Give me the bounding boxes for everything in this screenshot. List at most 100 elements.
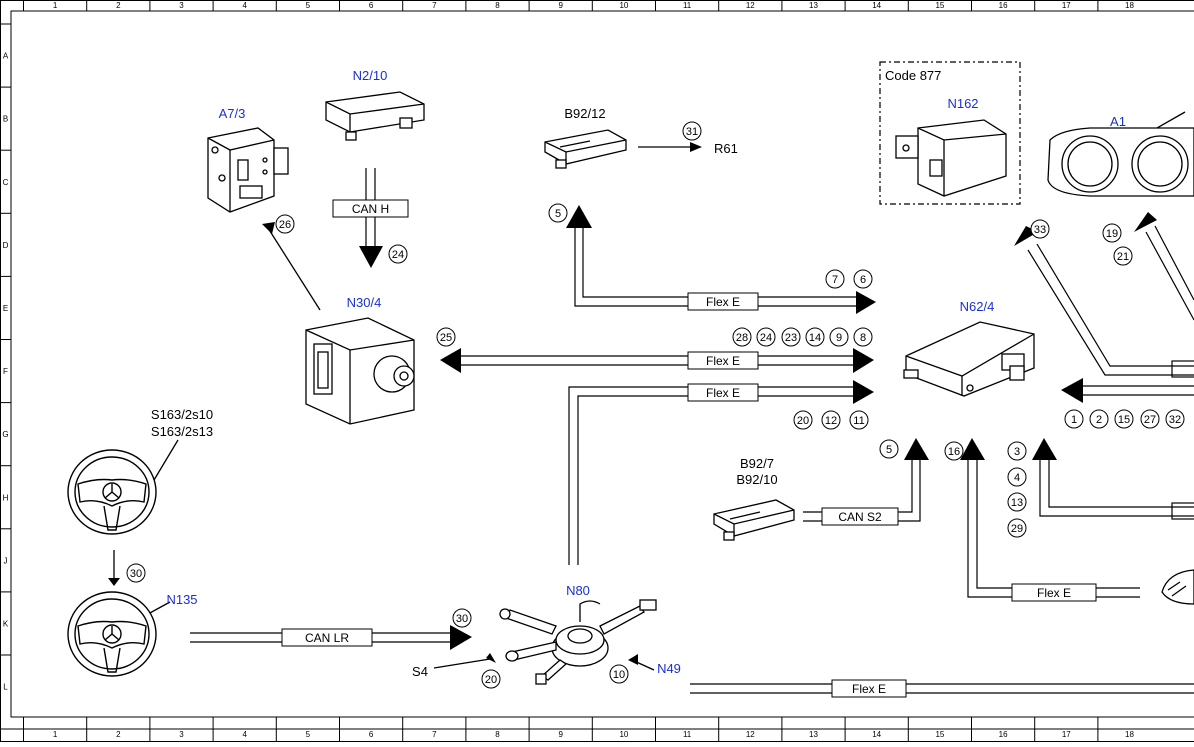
callout-8: 8 (854, 328, 872, 346)
callout-21: 21 (1114, 247, 1132, 265)
arrow-s4 (486, 653, 496, 663)
grid-row-label: G (2, 430, 8, 439)
callout-5b: 5 (880, 440, 898, 458)
svg-text:Flex E: Flex E (852, 682, 886, 696)
steering-wheel-top-icon (68, 450, 156, 534)
callout-11: 11 (850, 411, 868, 429)
svg-text:16: 16 (948, 446, 960, 458)
svg-text:21: 21 (1117, 251, 1129, 263)
svg-text:CAN H: CAN H (352, 202, 389, 216)
label-a1: A1 (1110, 114, 1126, 129)
grid-column-label: 9 (558, 1, 563, 10)
grid-column-label: 6 (369, 1, 374, 10)
grid-row-label: H (3, 493, 9, 502)
component-b92-12-icon (545, 130, 626, 168)
label-r61: R61 (714, 141, 738, 156)
callout-23: 23 (782, 328, 800, 346)
svg-text:13: 13 (1011, 497, 1023, 509)
bus-label-can-h: CAN H (333, 200, 408, 217)
grid-column-label: 1 (53, 1, 58, 10)
callout-33: 33 (1031, 220, 1049, 238)
callout-15: 15 (1115, 410, 1133, 428)
svg-text:10: 10 (613, 669, 625, 681)
svg-text:15: 15 (1118, 414, 1130, 426)
svg-text:19: 19 (1106, 228, 1118, 240)
grid-column-label: 18 (1125, 1, 1134, 10)
callout-2: 2 (1090, 410, 1108, 428)
grid-column-label: 2 (116, 730, 121, 739)
svg-text:CAN LR: CAN LR (305, 631, 349, 645)
partial-device-icon (1162, 570, 1194, 604)
component-n162-group (880, 62, 1020, 204)
label-n80: N80 (566, 583, 590, 598)
svg-text:31: 31 (686, 126, 698, 138)
grid-row-label: E (3, 304, 8, 313)
svg-text:CAN S2: CAN S2 (838, 510, 882, 524)
label-s163-2s13: S163/2s13 (151, 424, 213, 439)
bus-label-flex-e-2: Flex E (688, 352, 758, 369)
label-n62-4: N62/4 (960, 299, 995, 314)
svg-text:9: 9 (836, 332, 842, 344)
grid-column-label: 3 (179, 1, 184, 10)
svg-text:28: 28 (736, 332, 748, 344)
svg-text:6: 6 (860, 274, 866, 286)
grid-column-label: 15 (935, 1, 944, 10)
svg-text:26: 26 (279, 219, 291, 231)
callout-10: 10 (610, 665, 628, 683)
arrow-left-into-n62-4 (1061, 378, 1083, 403)
bus-label-flex-e-1: Flex E (688, 293, 758, 310)
svg-text:3: 3 (1014, 446, 1020, 458)
svg-text:30: 30 (130, 568, 142, 580)
svg-text:32: 32 (1169, 414, 1181, 426)
svg-text:2: 2 (1096, 414, 1102, 426)
callout-16: 16 (945, 442, 963, 460)
component-a1-icon (1048, 128, 1194, 196)
bus-label-can-lr: CAN LR (282, 629, 372, 646)
label-n2-10: N2/10 (353, 68, 388, 83)
callout-6: 6 (854, 270, 872, 288)
grid-column-label: 8 (495, 730, 500, 739)
callout-4: 4 (1008, 468, 1026, 486)
label-n49: N49 (657, 661, 681, 676)
label-a7-3: A7/3 (219, 106, 246, 121)
svg-text:11: 11 (853, 415, 864, 427)
callout-5: 5 (549, 204, 567, 222)
steering-wheel-n135-icon (68, 592, 156, 676)
arrow-heads (108, 142, 1157, 665)
bus-label-flex-e-4: Flex E (1012, 584, 1096, 601)
grid-column-label: 8 (495, 1, 500, 10)
arrow-up-right-entry (1032, 438, 1057, 460)
grid-column-label: 14 (872, 1, 881, 10)
label-n30-4: N30/4 (347, 295, 382, 310)
grid-row-label: F (3, 367, 8, 376)
arrow-up-can-s2 (904, 438, 929, 460)
svg-text:23: 23 (785, 332, 797, 344)
arrow-right-flex-e-1 (856, 291, 876, 314)
callout-20b: 20 (482, 670, 500, 688)
label-s4: S4 (412, 664, 428, 679)
callout-29: 29 (1008, 519, 1026, 537)
arrow-n49 (628, 654, 638, 665)
grid-column-label: 5 (306, 1, 311, 10)
svg-text:27: 27 (1144, 414, 1156, 426)
grid-column-label: 4 (242, 730, 247, 739)
grid-column-label: 17 (1062, 1, 1071, 10)
callout-25: 25 (437, 328, 455, 346)
svg-text:Flex E: Flex E (706, 354, 740, 368)
grid-column-label: 16 (999, 730, 1008, 739)
arrow-up-flex-e-bottom (960, 438, 985, 460)
callout-19: 19 (1103, 224, 1121, 242)
label-code-877: Code 877 (885, 68, 941, 83)
arrow-a1 (1134, 212, 1157, 232)
svg-text:33: 33 (1034, 224, 1046, 236)
callout-7: 7 (826, 270, 844, 288)
bus-label-can-s2: CAN S2 (822, 508, 898, 525)
callout-24b: 24 (757, 328, 775, 346)
svg-text:8: 8 (860, 332, 866, 344)
grid-column-label: 10 (619, 1, 628, 10)
svg-text:5: 5 (886, 444, 892, 456)
svg-text:14: 14 (809, 332, 821, 344)
callout-24: 24 (389, 245, 407, 263)
svg-text:1: 1 (1071, 414, 1077, 426)
callout-12: 12 (822, 411, 840, 429)
